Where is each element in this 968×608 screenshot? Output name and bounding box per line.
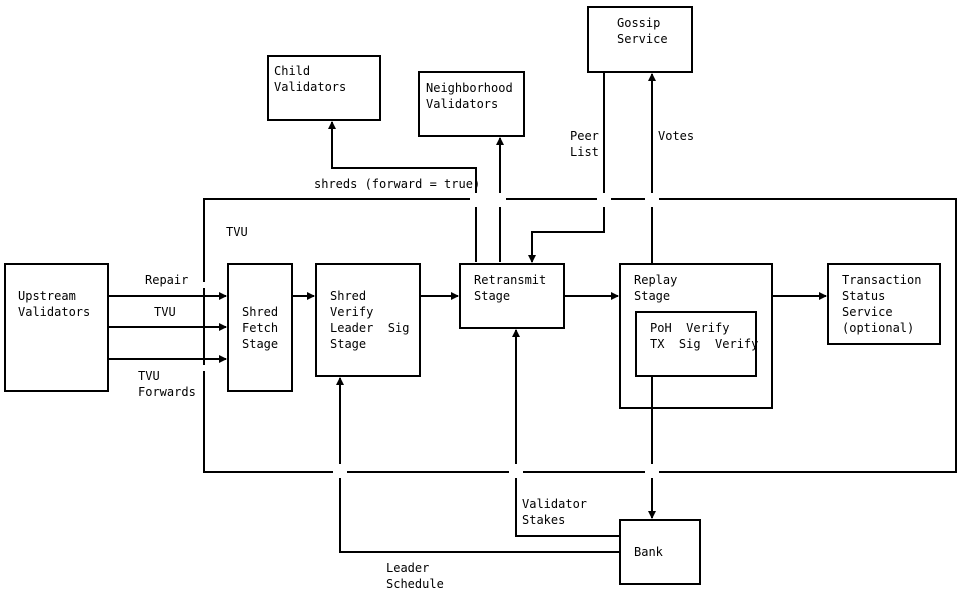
validator-stakes-line-1: Validator [522, 497, 587, 511]
transaction-status-service-line-2: Status [842, 289, 885, 303]
child-validators-line-2: Validators [274, 80, 346, 94]
shred-verify-stage-line-3: Leader Sig [330, 321, 409, 335]
shreds-to-child-validators-arrow [328, 121, 477, 262]
shreds-forward-label: shreds (forward = true) [314, 177, 480, 191]
repair-label: Repair [145, 273, 188, 287]
transaction-status-service-line-3: Service [842, 305, 893, 319]
peer-list-line-1: Peer [570, 129, 599, 143]
shred-fetch-stage-line-2: Fetch [242, 321, 278, 335]
poh-verify-line-1: PoH Verify [650, 321, 729, 335]
votes-label: Votes [658, 129, 694, 143]
shred-fetch-stage-line-1: Shred [242, 305, 278, 319]
tvu-line-1: TVU [154, 305, 176, 319]
leader-schedule-line-1: Leader [386, 561, 429, 575]
peer-list-line-2: List [570, 145, 599, 159]
retransmit-stage-line-1: Retransmit [474, 273, 546, 287]
shred-verify-stage-line-2: Verify [330, 305, 373, 319]
tvu-edge-label: TVU [154, 305, 176, 319]
poh-verify-line-2: TX Sig Verify [650, 337, 758, 351]
leader-schedule-line-2: Schedule [386, 577, 444, 591]
upstream-validators-line-2: Validators [18, 305, 90, 319]
child-validators-line-1: Child [274, 64, 310, 78]
replay-stage-line-2: Stage [634, 289, 670, 303]
validator-stakes-arrow [512, 329, 620, 537]
shred-verify-stage-line-4: Stage [330, 337, 366, 351]
bank-box: Bank [619, 519, 701, 585]
gossip-service-line-1: Gossip [617, 16, 660, 30]
bank-line-1: Bank [634, 545, 664, 559]
shred-fetch-stage-line-3: Stage [242, 337, 278, 351]
retransmit-stage-line-2: Stage [474, 289, 510, 303]
neighborhood-validators-line-1: Neighborhood [426, 81, 513, 95]
poh-verify-box: PoH Verify TX Sig Verify [635, 311, 758, 377]
repair-line-1: Repair [145, 273, 188, 287]
tvu-forwards-line-1: TVU [138, 369, 160, 383]
transaction-status-service-line-4: (optional) [842, 321, 914, 335]
leader-schedule-arrow [336, 377, 620, 553]
validator-stakes-line-2: Stakes [522, 513, 565, 527]
replay-stage-line-1: Replay [634, 273, 677, 287]
peer-list-arrow [528, 72, 605, 263]
tvu-container-label: TVU [226, 225, 248, 239]
shreds-forward-line-1: shreds (forward = true) [314, 177, 480, 191]
tvu-container [203, 198, 957, 473]
tvu-forwards-label: TVU Forwards [138, 369, 196, 399]
gossip-service-line-2: Service [617, 32, 668, 46]
shred-verify-stage-line-1: Shred [330, 289, 366, 303]
neighborhood-validators-line-2: Validators [426, 97, 498, 111]
upstream-validators-line-1: Upstream [18, 289, 76, 303]
tvu-forwards-line-2: Forwards [138, 385, 196, 399]
transaction-status-service-line-1: Transaction [842, 273, 921, 287]
votes-line-1: Votes [658, 129, 694, 143]
